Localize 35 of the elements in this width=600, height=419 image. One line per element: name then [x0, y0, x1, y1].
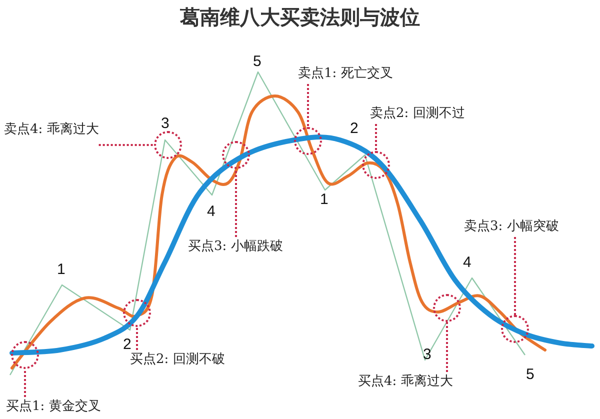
- chart-title: 葛南维八大买卖法则与波位: [180, 5, 420, 29]
- signal-label: 买点3: 小幅跌破: [188, 237, 283, 257]
- signal-circle: [11, 341, 39, 369]
- signal-label: 卖点1: 死亡交叉: [298, 64, 393, 84]
- wave-number: 3: [161, 116, 170, 132]
- signal-label: 卖点4: 乖离过大: [4, 120, 99, 152]
- signal-label: 买点1: 黄金交叉: [6, 397, 101, 417]
- signal-label: 卖点2: 回测不过: [370, 104, 465, 124]
- signal-label: 买点2: 回测不破: [130, 350, 225, 370]
- wave-number: 1: [57, 262, 66, 278]
- signal-circle: [294, 127, 322, 155]
- leader-line: [307, 84, 309, 127]
- wave-number: 5: [526, 367, 534, 383]
- signal-label: 买点4: 乖离过大: [358, 372, 453, 392]
- leader-line: [136, 327, 138, 350]
- wave-number: 4: [207, 204, 216, 220]
- wave-number: 1: [320, 192, 328, 208]
- leader-line: [446, 322, 448, 372]
- wave-number: 3: [423, 347, 432, 363]
- signal-circle: [222, 141, 250, 169]
- leader-line: [24, 369, 26, 397]
- leader-line: [514, 237, 516, 315]
- signal-circle: [501, 315, 529, 343]
- signal-circle: [123, 299, 151, 327]
- wave-number: 4: [463, 255, 472, 271]
- signal-circle: [433, 294, 461, 322]
- leader-line: [375, 124, 377, 151]
- wave-number: 5: [253, 54, 262, 70]
- signal-label: 卖点3: 小幅突破: [464, 217, 559, 237]
- leader-line: [235, 169, 237, 237]
- signal-circle: [154, 131, 182, 159]
- signal-circle: [362, 151, 390, 179]
- wave-number: 2: [123, 337, 132, 353]
- leader-line: [98, 144, 154, 146]
- wave-number: 2: [350, 121, 358, 137]
